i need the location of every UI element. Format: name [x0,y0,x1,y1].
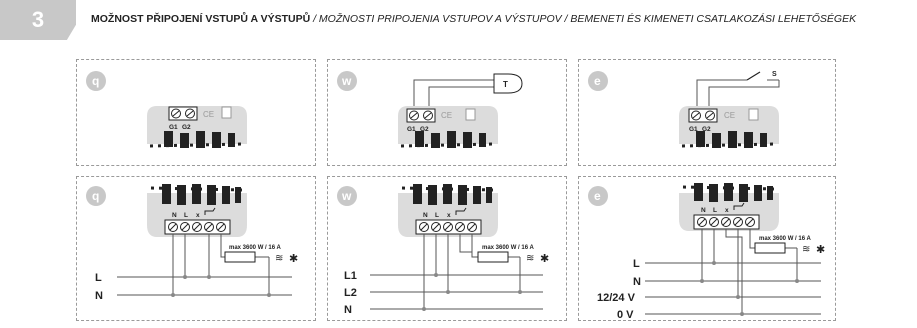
line-label: N [344,304,352,316]
line-label: 0 V [617,309,634,321]
terminal-n: N [423,212,428,219]
wiring-bottom-e: e N L x max 3600 W / 16 A ≋ ✱ L N 12/24 … [588,183,825,321]
svg-text:e: e [594,189,601,203]
w-icon [337,186,357,206]
section-number: 3 [31,7,45,32]
panel-top-e: e S G1 G2 CE [578,59,836,166]
e-icon [588,71,608,91]
wiring-bottom-w: w N L x max 3600 W / 16 A ≋ ✱ L1 L2 N [337,184,549,316]
terminal-x: x [447,212,451,219]
cooling-icon: ✱ [289,253,298,265]
heading-italic: / MOŽNOSTI PRIPOJENIA VSTUPOV A VÝSTUPOV… [310,13,857,25]
terminal-l: L [184,212,188,219]
svg-text:w: w [341,74,352,88]
svg-text:CE: CE [724,111,735,120]
line-label: N [95,290,103,302]
line-label: N [633,276,641,288]
load-resistor [224,251,256,263]
heading-bold: MOŽNOST PŘIPOJENÍ VSTUPŮ A VÝSTUPŮ [91,13,311,25]
load-label: max 3600 W / 16 A [759,236,811,242]
cooling-icon: ✱ [540,253,549,265]
svg-text:w: w [341,189,352,203]
load-resistor [477,251,509,263]
load-label: max 3600 W / 16 A [482,245,534,251]
section-number-badge: 3 [0,0,76,40]
device-top-w: w T G1 G2 CE [337,71,523,148]
terminal-g1: G1 [689,126,698,133]
load-resistor [754,242,786,254]
cooling-icon: ✱ [816,244,825,256]
terminal-l: L [713,207,717,214]
device-top-e: e S G1 G2 CE [588,71,780,148]
panel-top-w: w T G1 G2 CE [327,59,567,166]
q-icon [86,71,106,91]
line-label: L [95,272,102,284]
temperature-sensor [493,73,523,94]
terminal-g1: G1 [169,124,178,131]
terminal-g2: G2 [420,126,429,133]
terminal-l: L [435,212,439,219]
load-label: max 3600 W / 16 A [229,245,281,251]
section-heading: MOŽNOST PŘIPOJENÍ VSTUPŮ A VÝSTUPŮ / MOŽ… [91,13,891,25]
q-icon [86,186,106,206]
line-label: 12/24 V [597,292,636,304]
heating-icon: ≋ [802,244,810,255]
terminal-n: N [172,212,177,219]
svg-text:CE: CE [441,111,452,120]
terminal-x: x [725,207,729,214]
terminal-n: N [701,207,706,214]
device-top-q: q G1 G2 CE [86,71,247,148]
e-icon [588,186,608,206]
svg-text:q: q [92,74,99,88]
w-icon [337,71,357,91]
sensor-label: T [503,80,508,89]
svg-text:q: q [92,189,99,203]
panel-bottom-w: w N L x max 3600 W / 16 A ≋ ✱ L1 L2 N [327,176,567,321]
switch-contact [746,71,761,81]
terminal-g1: G1 [407,126,416,133]
svg-text:CE: CE [203,110,214,119]
line-label: L1 [344,270,357,282]
terminal-g2: G2 [182,124,191,131]
panel-bottom-q: q N L x max 3600 W / 16 A ≋ ✱ L N [76,176,316,321]
panel-top-q: q G1 G2 CE [76,59,316,166]
terminal-x: x [196,212,200,219]
svg-text:e: e [594,74,601,88]
switch-label: S [772,71,777,78]
line-label: L [633,258,640,270]
wiring-bottom-q: q N L x max 3600 W / 16 A ≋ ✱ L N [86,184,298,302]
heating-icon: ≋ [275,253,283,264]
panel-bottom-e: e N L x max 3600 W / 16 A ≋ ✱ L N 12/24 … [578,176,836,321]
heating-icon: ≋ [526,253,534,264]
line-label: L2 [344,287,357,299]
terminal-g2: G2 [702,126,711,133]
